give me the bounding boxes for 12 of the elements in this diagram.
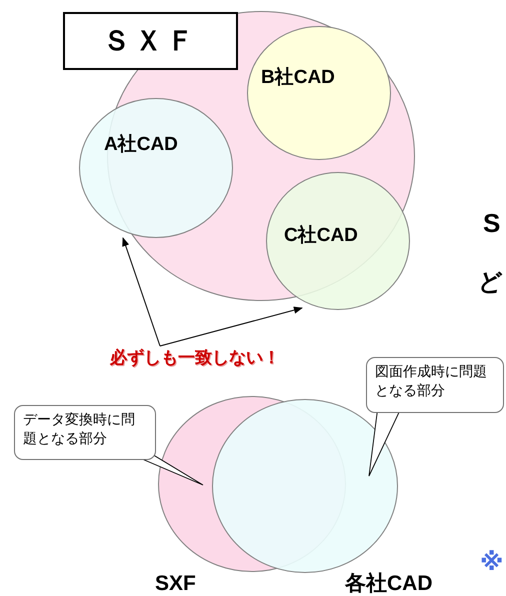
title-box: ＳＸＦ: [63, 12, 238, 70]
circle-caption: SXF: [155, 572, 196, 596]
circle-label: A社CAD: [104, 132, 178, 157]
arrow: [160, 306, 303, 346]
side-text: ど: [478, 268, 503, 298]
side-text: ※: [480, 548, 504, 577]
circle-caption: 各社CAD: [345, 572, 432, 596]
circle-label: B社CAD: [261, 66, 335, 90]
side-text: S: [483, 208, 500, 239]
circle-label: C社CAD: [284, 224, 358, 248]
arrow: [122, 237, 160, 346]
warning-text: 必ずしも一致しない！: [110, 346, 280, 369]
